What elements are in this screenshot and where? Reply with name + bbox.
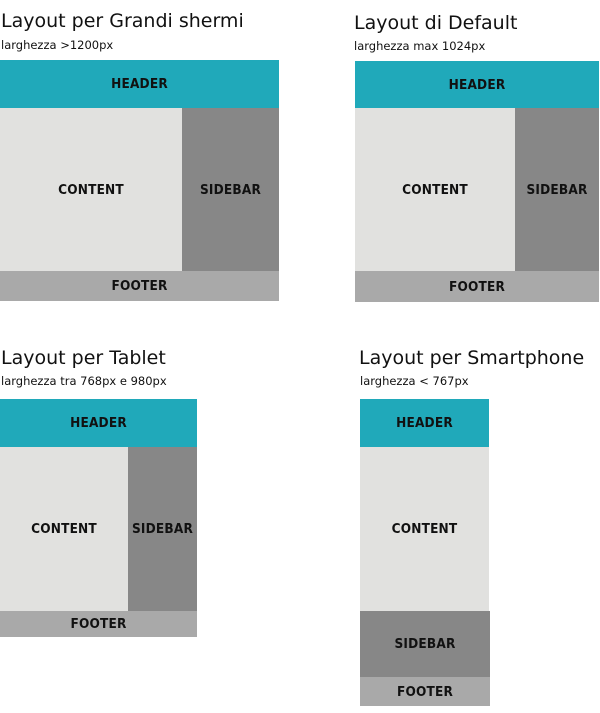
layout-large-title: Layout per Grandi shermi [1,10,244,32]
layout-large-footer: FOOTER [0,271,279,301]
layout-large-sidebar: SIDEBAR [182,108,279,271]
layout-tablet-panel: Layout per Tablet larghezza tra 768px e … [0,340,300,640]
layout-tablet-sidebar: SIDEBAR [128,447,197,611]
layout-smartphone-content: CONTENT [360,447,489,611]
layout-tablet-content: CONTENT [0,447,128,611]
layout-default-panel: Layout di Default larghezza max 1024px H… [300,0,600,310]
layout-tablet-footer: FOOTER [0,611,197,637]
layout-default-header: HEADER [355,61,599,108]
layout-large-subtitle: larghezza >1200px [1,38,114,52]
layout-tablet-title: Layout per Tablet [1,347,166,369]
layout-default-subtitle: larghezza max 1024px [354,39,486,53]
layout-large-content: CONTENT [0,108,182,271]
layout-tablet-subtitle: larghezza tra 768px e 980px [1,374,167,388]
layout-large-header: HEADER [0,60,279,108]
layout-smartphone-header: HEADER [360,399,489,447]
layout-smartphone-footer: FOOTER [360,677,490,706]
layout-smartphone-subtitle: larghezza < 767px [360,374,469,388]
layout-large-panel: Layout per Grandi shermi larghezza >1200… [0,0,300,310]
layout-smartphone-sidebar: SIDEBAR [360,611,490,677]
layout-default-sidebar: SIDEBAR [515,108,599,271]
layout-default-title: Layout di Default [354,12,518,34]
layout-tablet-header: HEADER [0,399,197,447]
layout-smartphone-title: Layout per Smartphone [359,347,585,369]
layout-default-content: CONTENT [355,108,515,271]
layout-default-footer: FOOTER [355,271,599,302]
layout-smartphone-panel: Layout per Smartphone larghezza < 767px … [300,340,600,713]
